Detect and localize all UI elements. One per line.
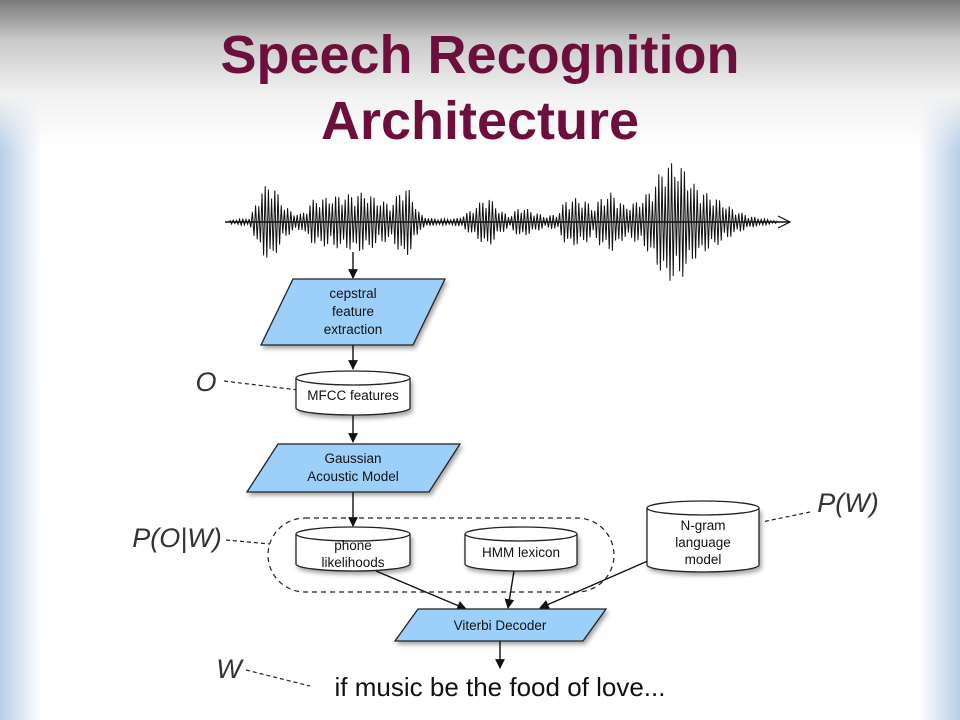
acoustic-likelihood-label: P(O|W)	[132, 523, 222, 553]
arrow-phone-to-viterbi	[375, 570, 467, 611]
viterbi-decoder-node: Viterbi Decoder	[393, 608, 608, 642]
ngram-label-3: model	[685, 552, 722, 567]
slide-title-line-2: Architecture	[320, 91, 640, 151]
speech-waveform	[225, 163, 792, 281]
output-sentence: if music be the food of love...	[335, 672, 666, 702]
phone-label-1: phone	[334, 538, 372, 553]
arrow-ngram-to-viterbi	[539, 559, 651, 609]
gaussian-acoustic-model-node: Gaussian Acoustic Model	[245, 443, 462, 493]
words-label: W	[216, 654, 244, 684]
cepstral-label-3: extraction	[324, 322, 383, 337]
ngram-language-model-node: N-gram language model	[646, 500, 760, 573]
title-background	[0, 0, 960, 150]
mfcc-features-node: MFCC features	[295, 370, 411, 416]
prior-label: P(W)	[817, 488, 878, 518]
observations-label: O	[195, 367, 216, 397]
mfcc-label: MFCC features	[307, 388, 399, 403]
hmm-lexicon-node: HMM lexicon	[464, 526, 578, 572]
gaussian-label-2: Acoustic Model	[307, 469, 399, 484]
ngram-label-2: language	[675, 535, 731, 550]
hmm-label: HMM lexicon	[482, 545, 560, 560]
phone-likelihoods-node: phone likelihoods	[295, 526, 411, 572]
acoustic-likelihood-group	[267, 517, 615, 593]
leader-w	[245, 669, 311, 687]
leader-pow	[225, 539, 271, 545]
leader-pw	[761, 511, 811, 523]
cepstral-label-2: feature	[332, 304, 374, 319]
phone-label-2: likelihoods	[321, 555, 384, 570]
arrow-hmm-to-viterbi	[504, 570, 515, 609]
ngram-label-1: N-gram	[680, 518, 725, 533]
gaussian-label-1: Gaussian	[324, 451, 381, 466]
leader-o	[223, 380, 299, 391]
viterbi-label: Viterbi Decoder	[454, 618, 547, 633]
cepstral-label-1: cepstral	[329, 286, 376, 301]
slide-title-line-1: Speech Recognition	[220, 25, 740, 85]
cepstral-feature-extraction-node: cepstral feature extraction	[259, 278, 447, 346]
